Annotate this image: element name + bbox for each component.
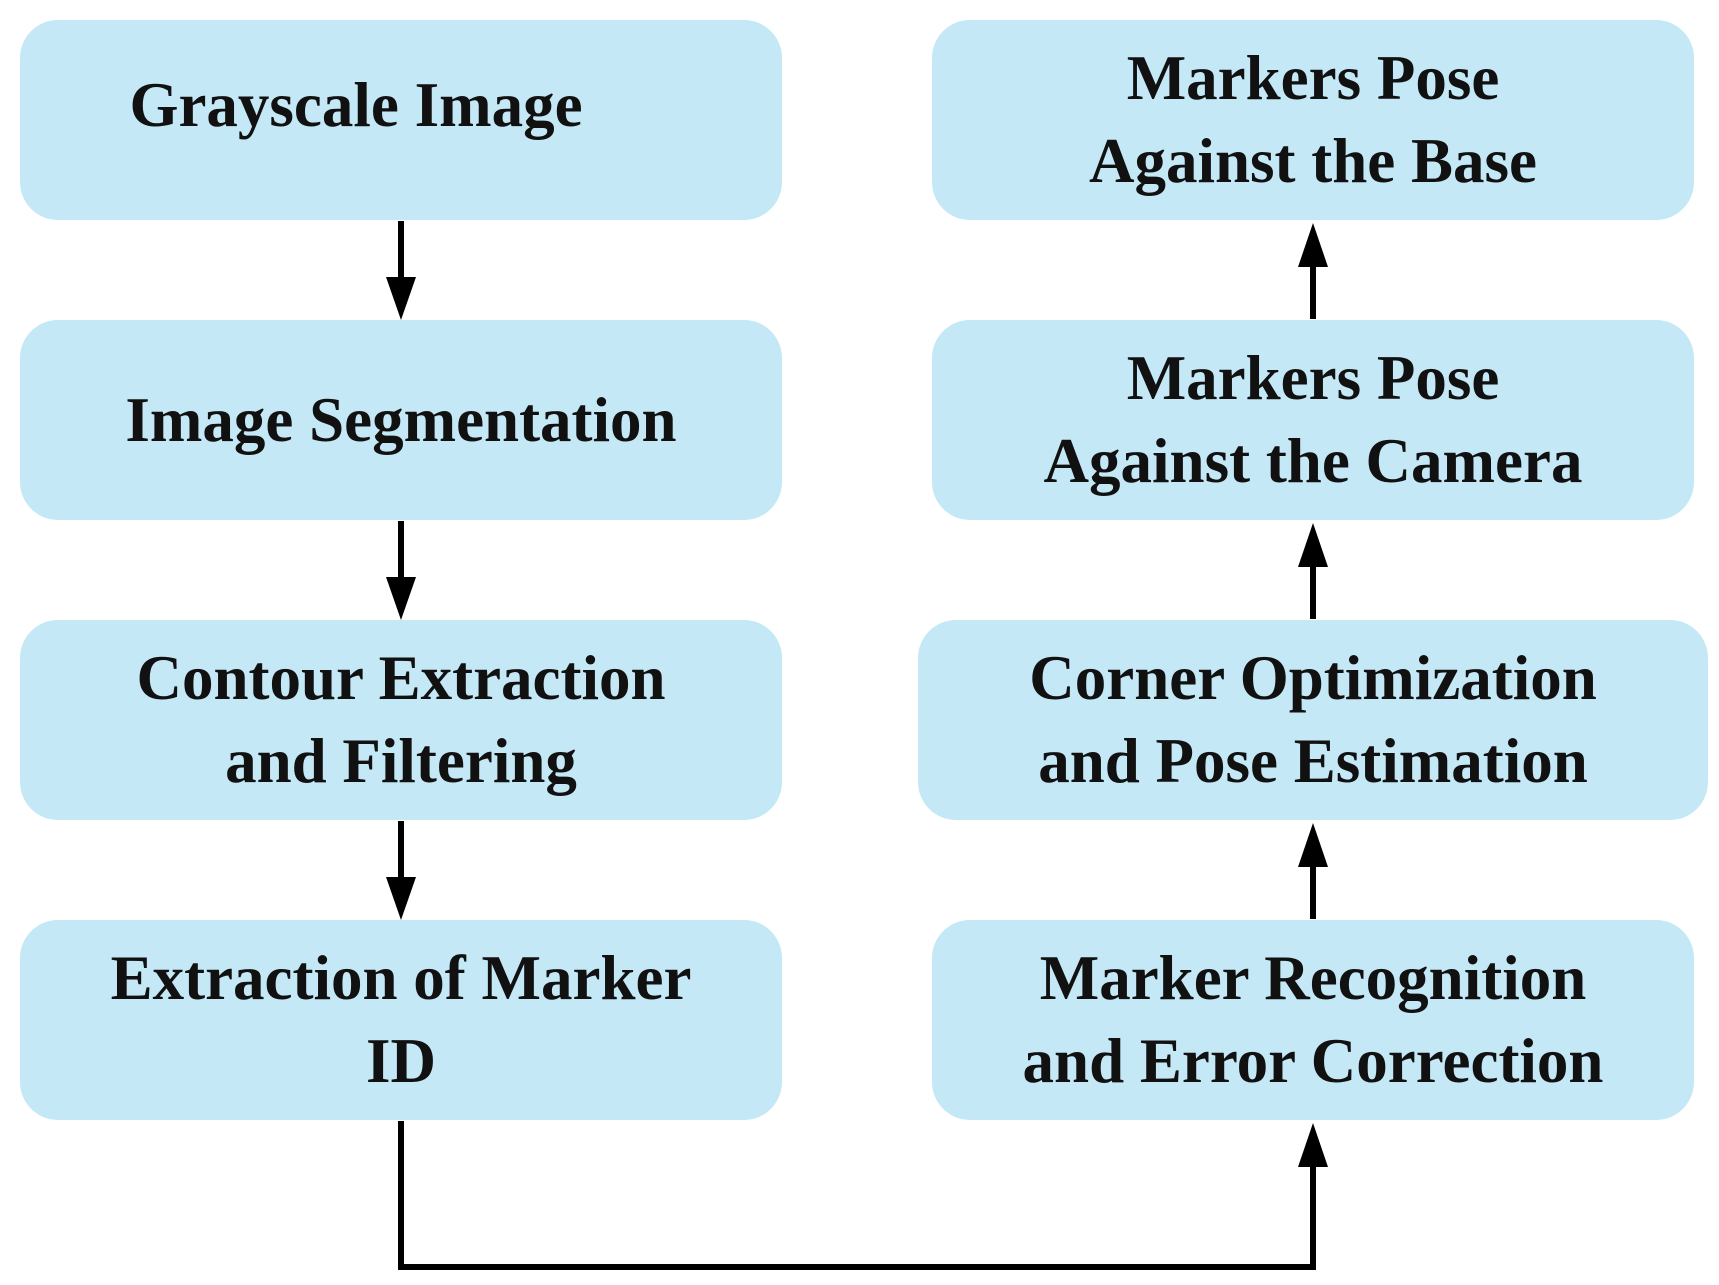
step-label-line-2: Against the Camera <box>1043 426 1583 496</box>
step-markers-pose-base: Markers Pose Against the Base <box>932 20 1694 220</box>
step-corner-optimization: Corner Optimization and Pose Estimation <box>918 620 1708 820</box>
step-label-line-1: Marker Recognition <box>1039 943 1587 1013</box>
arrowhead-up-corner <box>1298 823 1328 867</box>
step-marker-recognition: Marker Recognition and Error Correction <box>932 920 1694 1120</box>
step-label-line-1: Contour Extraction <box>136 643 666 713</box>
step-label-line-1: Markers Pose <box>1126 343 1500 413</box>
arrowhead-down-contour <box>386 577 416 620</box>
step-label-line-2: and Error Correction <box>1022 1026 1604 1096</box>
step-label-line-1: Corner Optimization <box>1029 643 1597 713</box>
step-label: Grayscale Image <box>129 69 583 140</box>
connector-extraction-to-recognition <box>398 1121 1316 1270</box>
step-label-line-2: Against the Base <box>1088 126 1537 196</box>
step-image-segmentation: Image Segmentation <box>20 320 782 520</box>
step-grayscale-image: Grayscale Image <box>20 20 782 220</box>
step-extraction-marker-id: Extraction of Marker ID <box>20 920 782 1120</box>
step-label-line-2: and Pose Estimation <box>1038 726 1588 796</box>
step-markers-pose-camera: Markers Pose Against the Camera <box>932 320 1694 520</box>
step-contour-extraction: Contour Extraction and Filtering <box>20 620 782 820</box>
arrowhead-up-pose-base <box>1298 223 1328 267</box>
step-label-line-1: Extraction of Marker <box>110 943 692 1013</box>
step-label-line-1: Markers Pose <box>1126 43 1500 113</box>
step-label: Image Segmentation <box>125 384 677 455</box>
step-label-line-2: ID <box>365 1026 436 1096</box>
arrowhead-down-extraction <box>386 877 416 920</box>
arrowhead-up-pose-camera <box>1298 523 1328 567</box>
arrowhead-down-segmentation <box>386 277 416 320</box>
step-label-line-2: and Filtering <box>225 726 577 796</box>
arrowhead-up-recognition <box>1298 1123 1328 1167</box>
